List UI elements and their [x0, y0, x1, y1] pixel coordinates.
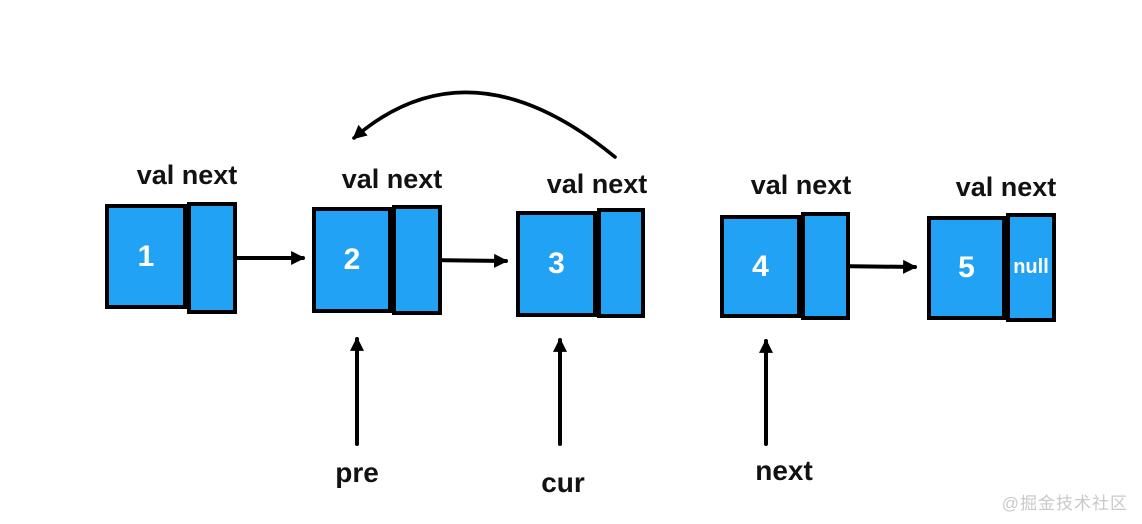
node-2-val-cell: 2 [312, 207, 392, 313]
watermark: @掘金技术社区 [1001, 494, 1128, 513]
node-2-next-cell [392, 205, 442, 315]
node-3-val-cell: 3 [516, 211, 597, 317]
node-5-next-cell: null [1006, 213, 1056, 322]
node-5-field-labels: val next [955, 172, 1057, 202]
next-pointer-label: next [755, 455, 813, 486]
node-2-field-labels: val next [341, 164, 443, 194]
node-4-next-cell [801, 212, 850, 320]
node-4-field-labels: val next [750, 170, 852, 200]
node-4-val-cell: 4 [720, 215, 801, 318]
node-3-next-cell [597, 208, 645, 318]
node-1-val-cell: 1 [105, 204, 187, 309]
reversal-arrow-node3-to-node2 [352, 90, 617, 159]
pre-pointer-label: pre [335, 457, 379, 488]
node-3-field-labels: val next [546, 169, 648, 199]
node-5-val-cell: 5 [927, 216, 1006, 320]
cur-pointer-label: cur [541, 467, 585, 498]
node-1-next-cell [187, 202, 237, 314]
node-1-field-labels: val next [136, 160, 238, 190]
